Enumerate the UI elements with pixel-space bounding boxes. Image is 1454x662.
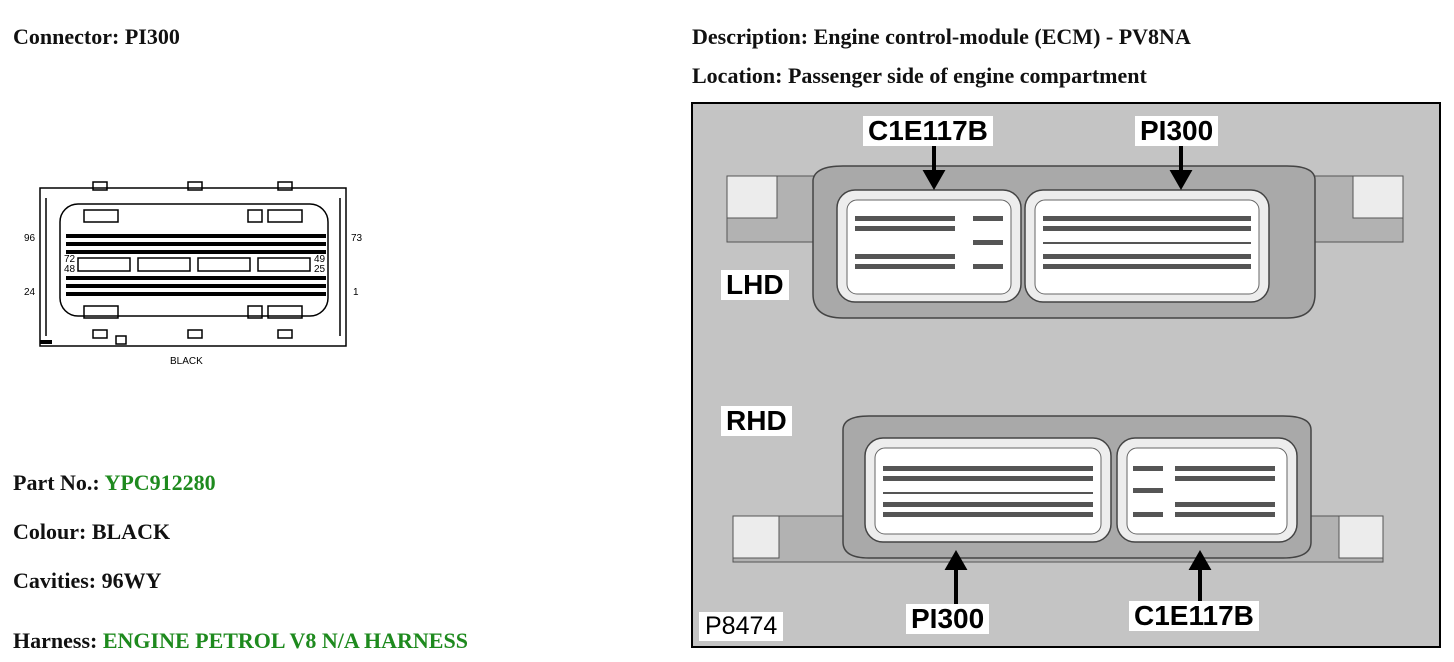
callout-pi300-top: PI300 bbox=[1135, 116, 1219, 146]
part-no-value[interactable]: YPC912280 bbox=[104, 470, 216, 495]
pin-label-96: 96 bbox=[24, 233, 36, 244]
callout-c1e117b-top: C1E117B bbox=[863, 116, 993, 146]
part-no-line: Part No.: YPC912280 bbox=[13, 470, 216, 496]
connector-face-diagram: 96 73 72 48 49 25 24 1 BLACK bbox=[24, 181, 363, 367]
pin-row-3 bbox=[66, 250, 326, 254]
lhd-label: LHD bbox=[721, 270, 789, 300]
location-value: Passenger side of engine compartment bbox=[787, 63, 1147, 88]
cavities-label: Cavities: bbox=[13, 568, 97, 593]
location-line: Location: Passenger side of engine compa… bbox=[692, 63, 1147, 89]
pin-label-1: 1 bbox=[353, 287, 359, 298]
location-label: Location: bbox=[692, 63, 783, 88]
colour-value: BLACK bbox=[91, 519, 171, 544]
colour-label: Colour: bbox=[13, 519, 87, 544]
lhd-ecm-module bbox=[726, 165, 1404, 319]
pin-row-5 bbox=[66, 284, 326, 288]
harness-value[interactable]: ENGINE PETROL V8 N/A HARNESS bbox=[102, 628, 468, 653]
cavities-line: Cavities: 96WY bbox=[13, 568, 161, 594]
pin-label-48: 48 bbox=[64, 264, 76, 275]
callout-pi300-bottom: PI300 bbox=[906, 604, 990, 634]
figure-id: P8474 bbox=[699, 612, 784, 641]
colour-caption: BLACK bbox=[170, 356, 203, 367]
description-value: Engine control-module (ECM) - PV8NA bbox=[813, 24, 1191, 49]
pin-row-6 bbox=[66, 292, 326, 296]
pin-row-2 bbox=[66, 242, 326, 246]
description-label: Description: bbox=[692, 24, 809, 49]
pin-label-72: 72 bbox=[64, 254, 76, 265]
connector-value: PI300 bbox=[124, 24, 180, 49]
pin-field-outline bbox=[59, 203, 329, 317]
rhd-ecm-module bbox=[732, 415, 1384, 563]
pin-label-73: 73 bbox=[351, 233, 363, 244]
pin-row-4 bbox=[66, 276, 326, 280]
rhd-label: RHD bbox=[721, 406, 792, 436]
harness-label: Harness: bbox=[13, 628, 98, 653]
pin-label-49: 49 bbox=[314, 254, 326, 265]
cavities-value: 96WY bbox=[101, 568, 162, 593]
connector-line: Connector: PI300 bbox=[13, 24, 180, 50]
description-line: Description: Engine control-module (ECM)… bbox=[692, 24, 1191, 50]
location-image: C1E117B PI300 LHD RHD PI300 C1E117B P847… bbox=[691, 102, 1441, 648]
pin-label-24: 24 bbox=[24, 287, 36, 298]
connector-label: Connector: bbox=[13, 24, 120, 49]
part-no-label: Part No.: bbox=[13, 470, 100, 495]
connector-outline bbox=[39, 187, 347, 347]
pin-label-25: 25 bbox=[314, 264, 326, 275]
harness-line: Harness: ENGINE PETROL V8 N/A HARNESS bbox=[13, 628, 468, 654]
colour-line: Colour: BLACK bbox=[13, 519, 170, 545]
callout-c1e117b-bottom: C1E117B bbox=[1129, 601, 1259, 631]
pin-row-1 bbox=[66, 234, 326, 238]
